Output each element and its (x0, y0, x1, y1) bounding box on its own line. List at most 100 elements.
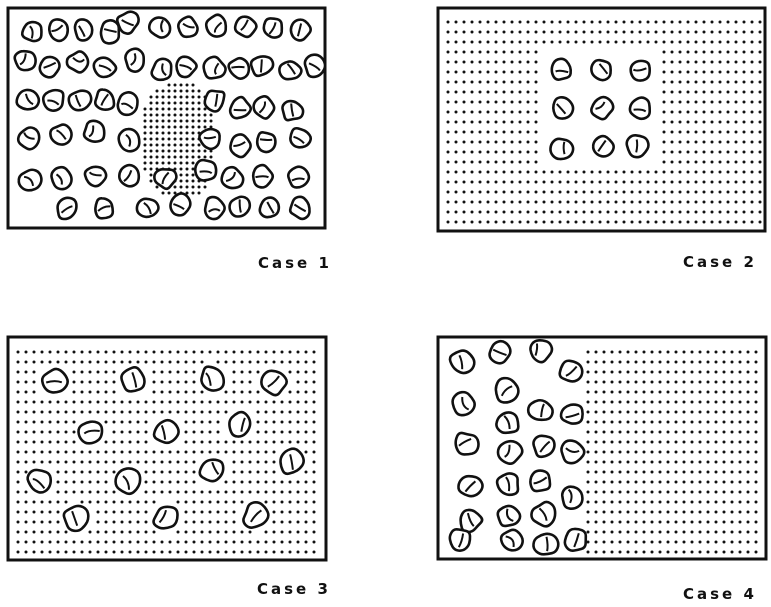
dot (735, 31, 738, 34)
dot (535, 141, 538, 144)
dot (192, 84, 195, 87)
dot (635, 401, 638, 404)
dot (289, 391, 292, 394)
dot (703, 31, 706, 34)
dot (611, 371, 614, 374)
dot (249, 441, 252, 444)
dot (651, 361, 654, 364)
dot (180, 168, 183, 171)
dot (731, 511, 734, 514)
dot (233, 541, 236, 544)
dot (663, 21, 666, 24)
dot (691, 541, 694, 544)
dot (643, 461, 646, 464)
particle-crack (260, 139, 272, 140)
dot (731, 451, 734, 454)
dot (156, 156, 159, 159)
dot (305, 371, 308, 374)
dot (639, 171, 642, 174)
dot (611, 481, 614, 484)
dot (273, 431, 276, 434)
dot (289, 441, 292, 444)
dot (463, 111, 466, 114)
dot (137, 541, 140, 544)
dot (743, 191, 746, 194)
dot (89, 391, 92, 394)
dot (180, 150, 183, 153)
dot (265, 491, 268, 494)
dot (735, 91, 738, 94)
dot (479, 141, 482, 144)
dot (217, 401, 220, 404)
dot (41, 441, 44, 444)
dot (759, 21, 762, 24)
dot (647, 171, 650, 174)
dot (651, 421, 654, 424)
dot (137, 501, 140, 504)
dot (447, 81, 450, 84)
dot (193, 541, 196, 544)
dot (583, 31, 586, 34)
dot (121, 411, 124, 414)
dot (447, 121, 450, 124)
dot (511, 61, 514, 64)
dot (715, 511, 718, 514)
dot (715, 551, 718, 554)
dot (675, 531, 678, 534)
dot (527, 91, 530, 94)
dot (209, 421, 212, 424)
dot (455, 61, 458, 64)
dot (57, 351, 60, 354)
dot (559, 181, 562, 184)
dot (145, 421, 148, 424)
dot (715, 531, 718, 534)
dot (177, 451, 180, 454)
dot (153, 401, 156, 404)
dot (186, 108, 189, 111)
dot (671, 51, 674, 54)
dot (695, 111, 698, 114)
dot (145, 361, 148, 364)
dot (73, 351, 76, 354)
dot (89, 481, 92, 484)
dot (65, 551, 68, 554)
dot (487, 121, 490, 124)
dot (747, 451, 750, 454)
dot (162, 192, 165, 195)
dot (719, 161, 722, 164)
dot (535, 91, 538, 94)
dot (567, 41, 570, 44)
dot (65, 361, 68, 364)
dot (145, 451, 148, 454)
dot (180, 120, 183, 123)
dot (447, 211, 450, 214)
dot (129, 541, 132, 544)
dot (739, 441, 742, 444)
dot (635, 451, 638, 454)
dot (679, 21, 682, 24)
dot (249, 541, 252, 544)
dot (727, 91, 730, 94)
dot (471, 31, 474, 34)
dot (743, 161, 746, 164)
dot (587, 461, 590, 464)
dot (743, 111, 746, 114)
dot (25, 381, 28, 384)
dot (619, 521, 622, 524)
dot (180, 138, 183, 141)
dot (479, 61, 482, 64)
dot (747, 381, 750, 384)
dot (25, 391, 28, 394)
dot (185, 391, 188, 394)
dot (144, 120, 147, 123)
particle (630, 98, 650, 119)
dot (65, 471, 68, 474)
dot (193, 491, 196, 494)
dot (150, 96, 153, 99)
dot (81, 481, 84, 484)
dot (57, 531, 60, 534)
dot (198, 120, 201, 123)
dot (297, 391, 300, 394)
dot (599, 171, 602, 174)
dot (527, 71, 530, 74)
